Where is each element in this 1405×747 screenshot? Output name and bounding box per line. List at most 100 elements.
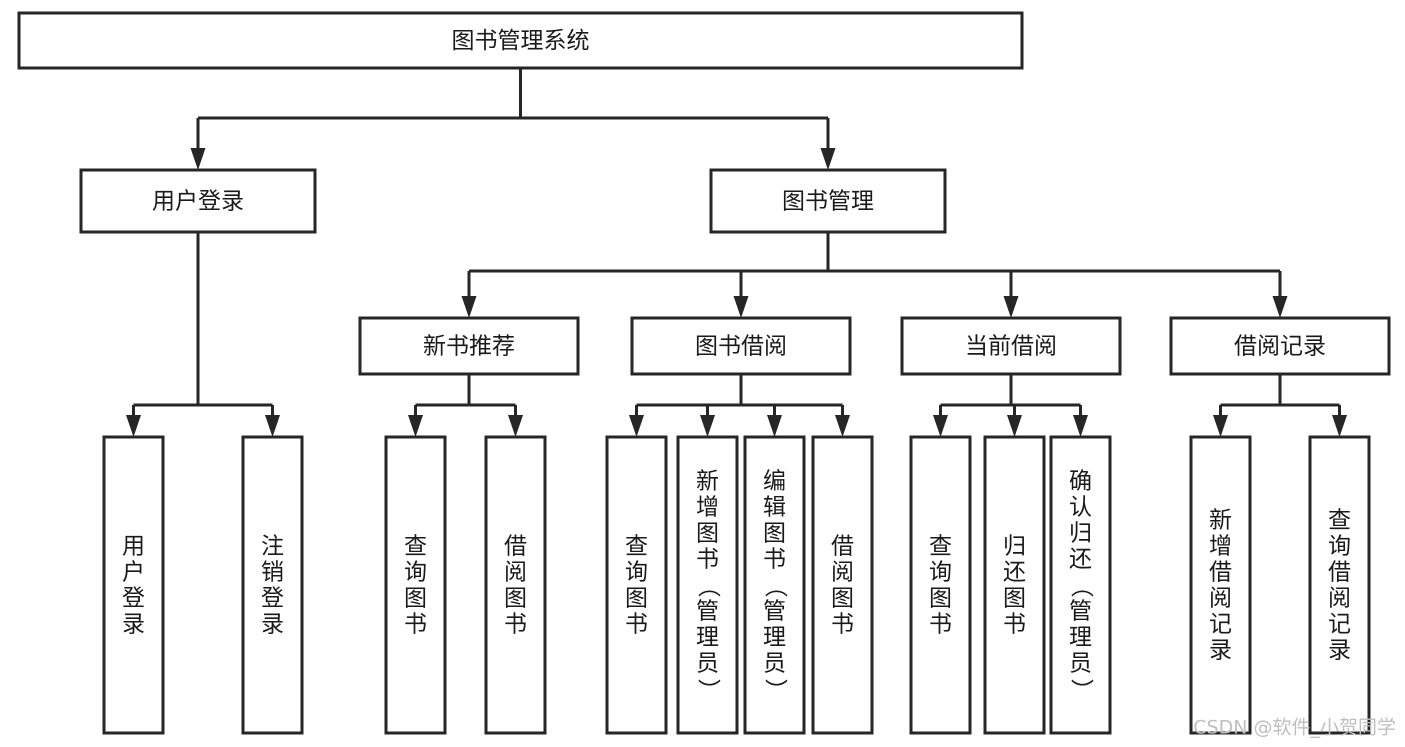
node-label-book-borrow: 图书借阅 bbox=[695, 334, 787, 360]
connector-layer bbox=[126, 68, 1347, 437]
node-box-leaf-logout[interactable] bbox=[241, 435, 304, 735]
node-label-leaf-logout-char-1: 销 bbox=[261, 560, 284, 586]
connector-arrowhead bbox=[461, 296, 477, 318]
node-label-leaf-confirm-return-char-3: 还 bbox=[1069, 547, 1092, 573]
node-box-leaf-return-book[interactable] bbox=[983, 435, 1046, 735]
node-label-leaf-borrow-book-1-char-1: 阅 bbox=[504, 560, 527, 586]
connector-arrowhead bbox=[835, 415, 850, 437]
node-label-leaf-add-record-char-4: 记 bbox=[1209, 612, 1232, 638]
node-box-leaf-query-book-3[interactable] bbox=[909, 435, 972, 735]
node-label-leaf-user-login-char-0: 用 bbox=[122, 534, 145, 560]
node-box-new-book-recommend[interactable] bbox=[358, 316, 580, 376]
node-new-book-recommend[interactable]: 新书推荐 bbox=[358, 316, 580, 376]
node-label-leaf-return-book-char-1: 还 bbox=[1003, 560, 1026, 586]
node-box-leaf-query-record[interactable] bbox=[1308, 435, 1371, 735]
node-label-leaf-borrow-book-2-char-0: 借 bbox=[831, 534, 854, 560]
node-label-leaf-add-book-char-6: 理 bbox=[696, 625, 719, 651]
node-box-borrow-record[interactable] bbox=[1169, 316, 1391, 376]
node-label-leaf-borrow-book-1-char-0: 借 bbox=[504, 534, 527, 560]
node-label-leaf-query-book-1-char-3: 书 bbox=[404, 612, 427, 638]
node-label-leaf-query-record-char-2: 借 bbox=[1328, 560, 1351, 586]
node-box-leaf-user-login[interactable] bbox=[102, 435, 165, 735]
node-leaf-user-login[interactable]: 用户登录 bbox=[102, 435, 165, 735]
node-label-leaf-edit-book-char-1: 辑 bbox=[763, 495, 786, 521]
node-box-root[interactable] bbox=[17, 11, 1024, 70]
node-label-leaf-borrow-book-2-char-2: 图 bbox=[831, 586, 854, 612]
node-label-leaf-return-book-char-3: 书 bbox=[1003, 612, 1026, 638]
node-label-leaf-edit-book-char-3: 书 bbox=[763, 547, 786, 573]
node-box-current-borrow[interactable] bbox=[900, 316, 1122, 376]
node-user-login[interactable]: 用户登录 bbox=[79, 168, 317, 234]
node-label-leaf-query-book-1-char-1: 询 bbox=[404, 560, 427, 586]
node-label-leaf-user-login-char-2: 登 bbox=[122, 586, 145, 612]
node-label-leaf-query-record-char-1: 询 bbox=[1328, 534, 1351, 560]
node-label-leaf-add-book-char-3: 书 bbox=[696, 547, 719, 573]
csdn-watermark: CSDN @软件_小贺同学 bbox=[1193, 717, 1396, 739]
node-label-leaf-query-record-char-5: 录 bbox=[1328, 638, 1351, 664]
node-label-leaf-query-record-char-4: 记 bbox=[1328, 612, 1351, 638]
node-label-leaf-query-book-2-char-0: 查 bbox=[625, 534, 648, 560]
node-label-book-management: 图书管理 bbox=[782, 189, 874, 215]
node-box-leaf-confirm-return[interactable] bbox=[1049, 435, 1112, 735]
node-label-leaf-user-login-char-3: 录 bbox=[122, 612, 145, 638]
connector-arrowhead bbox=[1007, 415, 1022, 437]
node-box-leaf-borrow-book-2[interactable] bbox=[811, 435, 874, 735]
node-box-leaf-edit-book[interactable] bbox=[743, 435, 806, 735]
node-box-user-login[interactable] bbox=[79, 168, 317, 234]
node-box-book-borrow[interactable] bbox=[630, 316, 852, 376]
node-label-leaf-query-book-2-char-2: 图 bbox=[625, 586, 648, 612]
node-label-leaf-add-record-char-1: 增 bbox=[1209, 534, 1232, 560]
node-box-leaf-add-record[interactable] bbox=[1189, 435, 1252, 735]
node-label-leaf-return-book-char-0: 归 bbox=[1003, 534, 1026, 560]
node-label-leaf-borrow-book-2-char-3: 书 bbox=[831, 612, 854, 638]
connector-arrowhead bbox=[265, 415, 280, 437]
node-layer: 图书管理系统用户登录图书管理新书推荐图书借阅当前借阅借阅记录用户登录注销登录查询… bbox=[17, 11, 1391, 735]
node-label-leaf-query-book-1-char-0: 查 bbox=[404, 534, 427, 560]
connector-arrowhead bbox=[1332, 415, 1347, 437]
node-box-leaf-add-book[interactable] bbox=[676, 435, 739, 735]
node-label-leaf-add-book-char-1: 增 bbox=[696, 495, 719, 521]
node-label-leaf-add-record-char-2: 借 bbox=[1209, 560, 1232, 586]
connector-arrowhead bbox=[629, 415, 644, 437]
node-label-leaf-add-record-char-0: 新 bbox=[1209, 508, 1232, 534]
node-label-new-book-recommend: 新书推荐 bbox=[423, 334, 515, 360]
node-book-management[interactable]: 图书管理 bbox=[709, 168, 947, 234]
node-label-user-login: 用户登录 bbox=[152, 189, 244, 215]
node-label-leaf-borrow-book-2-char-1: 阅 bbox=[831, 560, 854, 586]
node-box-leaf-query-book-2[interactable] bbox=[605, 435, 668, 735]
node-label-leaf-query-book-1-char-2: 图 bbox=[404, 586, 427, 612]
connector-arrowhead bbox=[1003, 296, 1019, 318]
node-root[interactable]: 图书管理系统 bbox=[17, 11, 1024, 70]
node-label-leaf-borrow-book-1-char-2: 图 bbox=[504, 586, 527, 612]
node-label-leaf-confirm-return-char-5: 管 bbox=[1069, 599, 1092, 625]
node-label-leaf-confirm-return-char-6: 理 bbox=[1069, 625, 1092, 651]
node-book-borrow[interactable]: 图书借阅 bbox=[630, 316, 852, 376]
node-label-leaf-user-login-char-1: 户 bbox=[122, 560, 145, 586]
node-box-leaf-query-book-1[interactable] bbox=[384, 435, 447, 735]
node-current-borrow[interactable]: 当前借阅 bbox=[900, 316, 1122, 376]
node-label-leaf-add-book-char-2: 图 bbox=[696, 521, 719, 547]
connector-arrowhead bbox=[820, 148, 836, 170]
node-label-leaf-add-book-char-0: 新 bbox=[696, 469, 719, 495]
node-label-leaf-borrow-book-1-char-3: 书 bbox=[504, 612, 527, 638]
connector-arrowhead bbox=[126, 415, 141, 437]
node-label-leaf-confirm-return-char-4: （ bbox=[1068, 575, 1094, 598]
node-box-leaf-borrow-book-1[interactable] bbox=[484, 435, 547, 735]
node-borrow-record[interactable]: 借阅记录 bbox=[1169, 316, 1391, 376]
node-label-leaf-confirm-return-char-8: ） bbox=[1068, 679, 1094, 702]
node-box-book-management[interactable] bbox=[709, 168, 947, 234]
connector-arrowhead bbox=[508, 415, 523, 437]
node-label-leaf-add-book-char-8: ） bbox=[695, 679, 721, 702]
